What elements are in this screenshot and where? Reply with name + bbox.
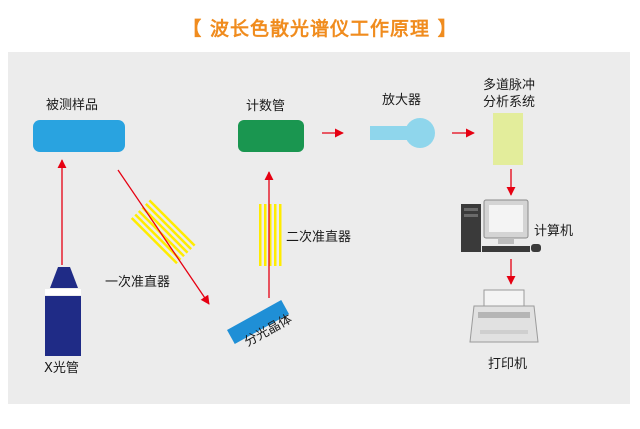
printer-icon <box>469 289 539 343</box>
primary-collimator-shape <box>130 199 196 265</box>
arrow-sample-to-crystal <box>117 169 210 305</box>
computer-label: 计算机 <box>534 224 574 239</box>
sample-box <box>33 120 125 152</box>
diagram-title: 【 波长色散光谱仪工作原理 】 <box>182 18 458 40</box>
secondary-collimator-shape <box>259 204 282 266</box>
primary-collimator-label: 一次准直器 <box>105 275 171 290</box>
counter-label: 计数管 <box>246 99 286 114</box>
computer-icon <box>461 199 541 252</box>
amplifier-label: 放大器 <box>382 93 422 108</box>
xray-tube-shape <box>45 267 81 356</box>
sample-label: 被测样品 <box>46 98 99 113</box>
amplifier-shape <box>370 118 435 148</box>
counter-box <box>238 120 304 152</box>
analyzer-label-line2: 分析系统 <box>482 95 535 110</box>
printer-label: 打印机 <box>488 357 528 372</box>
crystal-shape <box>227 299 289 345</box>
secondary-collimator-label: 二次准直器 <box>286 230 352 245</box>
analyzer-label-line1: 多道脉冲 <box>482 78 535 93</box>
analyzer-box <box>493 113 523 165</box>
xray-tube-label: X光管 <box>44 361 79 376</box>
